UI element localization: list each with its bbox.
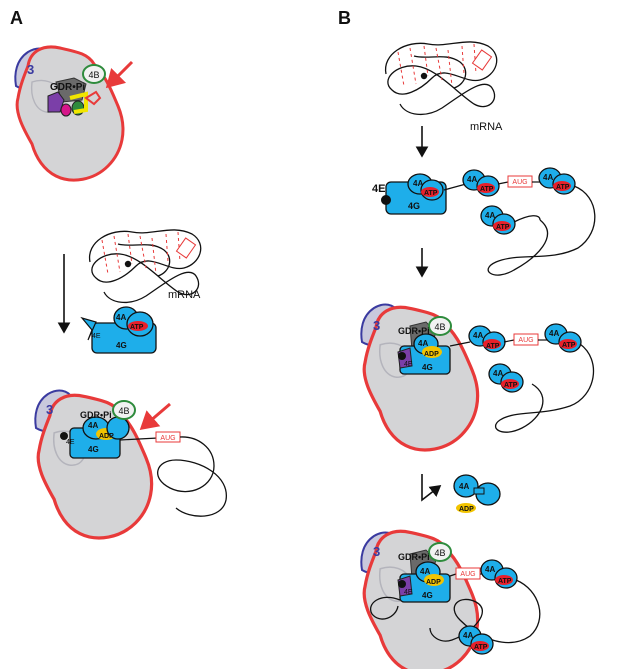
- b3-gdr: GDR•Pi: [398, 326, 430, 336]
- b5-4g: 4G: [422, 591, 433, 600]
- red-pointer-arrow-icon: [139, 402, 171, 430]
- b-ribosome-final: 3 4B GDR•Pi 4A ADP 4E 4G AUG 4A ATP: [360, 529, 541, 669]
- a2-4a: 4A: [116, 313, 126, 322]
- b3-4g: 4G: [422, 363, 433, 372]
- a-ribosome-initial: 3 4B GDR•Pi: [14, 45, 125, 182]
- b3-4a-3: 4A: [549, 329, 559, 338]
- b2-4a-3: 4A: [543, 173, 553, 182]
- b3-atp-3: ATP: [562, 342, 576, 349]
- a-mrna: mRNA: [88, 229, 202, 304]
- b3-4a: 4A: [418, 339, 428, 348]
- a1-subunit-3: 3: [27, 62, 34, 77]
- b5-4b: 4B: [434, 548, 445, 558]
- a3-4a: 4A: [88, 421, 98, 430]
- b5-atp-3: ATP: [474, 644, 488, 651]
- a1-4b: 4B: [88, 70, 99, 80]
- a2-4g: 4G: [116, 341, 127, 350]
- b5-4a-2: 4A: [485, 565, 495, 574]
- a1-gdr: GDR•Pi: [50, 82, 85, 93]
- a-mrna-label: mRNA: [168, 289, 201, 301]
- a3-aug: AUG: [160, 435, 175, 442]
- b2-4g: 4G: [408, 201, 420, 211]
- b2-atp-4: ATP: [496, 224, 510, 231]
- b5-atp-2: ATP: [498, 578, 512, 585]
- b2-atp-3: ATP: [556, 184, 570, 191]
- b4-4a: 4A: [459, 482, 469, 491]
- a2-atp: ATP: [130, 324, 144, 331]
- panel-a-label: A: [10, 8, 23, 28]
- release-arrow-icon: [421, 474, 442, 502]
- a3-4g: 4G: [88, 445, 99, 454]
- b-mrna-label: mRNA: [470, 121, 503, 133]
- a-eif4f-complex: 4A ATP 4E 4G: [80, 306, 157, 354]
- b3-subunit-3: 3: [373, 318, 380, 333]
- b5-adp: ADP: [426, 579, 441, 586]
- b5-gdr: GDR•Pi: [398, 552, 430, 562]
- b5-4a: 4A: [420, 567, 430, 576]
- a3-gdr: GDR•Pi: [80, 410, 112, 420]
- b2-atp: ATP: [424, 190, 438, 197]
- b3-4e: 4E: [404, 361, 413, 368]
- b3-4b: 4B: [434, 322, 445, 332]
- b-ribosome-scanning: 3 4B GDR•Pi 4A ADP 4E 4G 4A ATP AUG: [360, 303, 595, 452]
- a2-4e: 4E: [92, 333, 101, 340]
- panel-b-label: B: [338, 8, 351, 28]
- red-pointer-arrow-icon: [105, 60, 134, 89]
- b2-aug: AUG: [512, 179, 527, 186]
- panel-b: B mRNA 4E 4A ATP 4G 4A ATP AUG: [338, 8, 596, 669]
- b3-4a-2: 4A: [473, 331, 483, 340]
- b5-subunit-3: 3: [373, 544, 380, 559]
- b2-atp-2: ATP: [480, 186, 494, 193]
- b4-adp: ADP: [459, 506, 474, 513]
- b3-4a-4: 4A: [493, 369, 503, 378]
- b5-4e: 4E: [404, 589, 413, 596]
- b5-aug: AUG: [460, 571, 475, 578]
- b3-atp-4: ATP: [504, 382, 518, 389]
- b5-4a-3: 4A: [463, 631, 473, 640]
- b3-atp-2: ATP: [486, 343, 500, 350]
- b2-4a-2: 4A: [467, 175, 477, 184]
- a-ribosome-assembled: 3 4B GDR•Pi 4A ADP 4E 4G AUG: [34, 389, 227, 540]
- panel-a: A 3 4B GDR•Pi mRNA: [10, 8, 227, 540]
- b-mrna: mRNA: [384, 41, 503, 133]
- b3-adp: ADP: [424, 351, 439, 358]
- b2-4a-4: 4A: [485, 211, 495, 220]
- b-eif4f-on-mrna: 4E 4A ATP 4G 4A ATP AUG 4A ATP: [372, 167, 596, 276]
- b2-4e: 4E: [372, 183, 385, 195]
- a3-4b: 4B: [118, 406, 129, 416]
- b2-4a: 4A: [413, 179, 423, 188]
- a3-subunit-3: 3: [46, 402, 53, 417]
- a3-adp: ADP: [99, 433, 114, 440]
- b3-aug: AUG: [518, 337, 533, 344]
- a3-4e: 4E: [66, 439, 75, 446]
- b-release-step: 4A ADP: [421, 474, 501, 513]
